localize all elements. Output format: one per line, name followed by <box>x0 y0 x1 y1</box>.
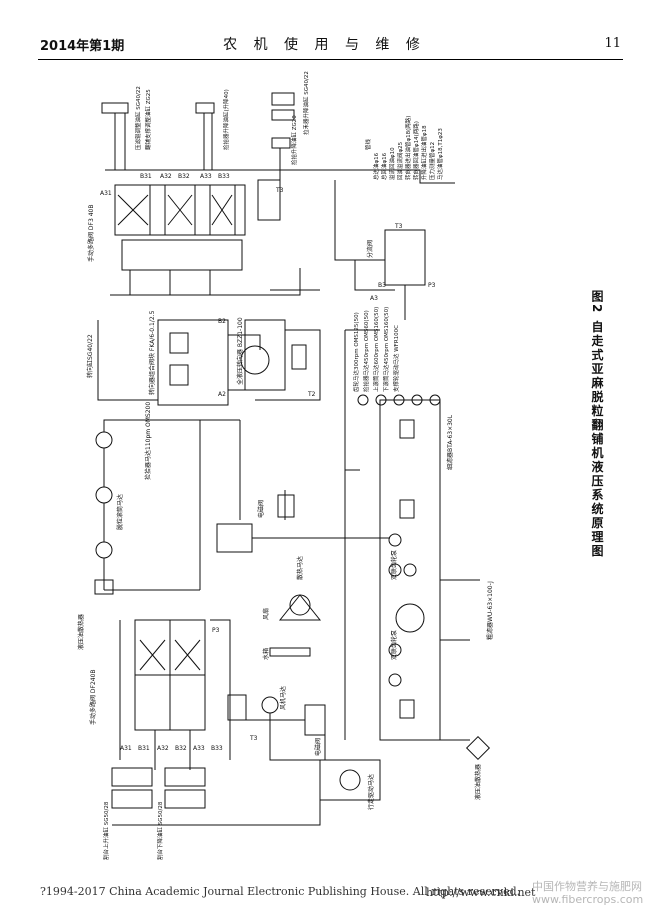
fan-motor-symbol <box>289 594 311 616</box>
cylinder-label: 割台上升油缸 SG50/28 <box>102 801 110 860</box>
port-label: B32 <box>175 745 187 752</box>
main-pump-label: 行走驱动马达 <box>367 774 375 810</box>
cylinder-symbol <box>271 92 295 106</box>
motor-list-item: 支撑轮驱动马达 WFR100C <box>392 325 400 392</box>
port-label: T3 <box>394 223 403 230</box>
journal-title: 农 机 使 用 与 维 修 <box>223 37 426 53</box>
port-label: T2 <box>307 391 316 398</box>
issue-label: 2014年第1期 <box>40 39 125 54</box>
steer-unit-label: 转向器组合阀块 FKA/6-0.1/2.5 <box>148 310 156 395</box>
motor-list-item: 捡拾器马达450rpm OMS60(50) <box>362 310 370 392</box>
full-hydraulic-steering <box>244 319 286 391</box>
port-label: B33 <box>211 745 223 752</box>
cylinder-symbol <box>195 102 215 114</box>
page-number: 11 <box>604 36 621 51</box>
steer-label: 转向缸SG40/22 <box>86 334 94 378</box>
legend-item: 压力测量管φ12 <box>428 142 436 180</box>
legend-item: 总进油φ16 <box>372 152 380 180</box>
watermark: 中国作物营养与施肥网 www.fibercrops.com <box>532 880 643 906</box>
figure-caption: 图2 自走式亚麻脱粒翻铺机液压系统原理图 <box>590 290 604 559</box>
filter-label: 粗滤器WU-63×100-J <box>486 581 494 640</box>
relief-label: 液压油散热器 <box>77 614 85 650</box>
water-tank-label: 水箱 <box>262 648 270 660</box>
port-label: P3 <box>428 282 436 289</box>
multiway-valve-top <box>114 184 246 236</box>
legend-title: 管线 <box>364 138 372 150</box>
port-label: T3 <box>275 187 284 194</box>
fan-motor-label: 风机马达 <box>279 686 287 710</box>
port-label: B33 <box>218 173 230 180</box>
valve-body <box>121 239 243 271</box>
watermark-line: 中国作物营养与施肥网 <box>532 880 642 893</box>
port-label: B2 <box>218 318 226 325</box>
valve-label: 电磁阀 <box>314 738 322 756</box>
port-label: T3 <box>249 735 258 742</box>
legend-item: 升降油缸进出油管φ18 <box>420 125 428 180</box>
cooler-symbol <box>465 735 491 761</box>
port-label: B3 <box>378 282 386 289</box>
cylinder-symbol <box>101 102 129 114</box>
port-label: A31 <box>100 190 112 197</box>
motor-symbol <box>95 541 113 559</box>
motor-symbol <box>95 486 113 504</box>
motor-list-item: 齿轮马达300rpm OMS125(50) <box>352 312 360 392</box>
cylinder-label: 捡拾器升降油缸(升降40) <box>222 89 230 150</box>
cylinder-symbol <box>271 137 291 149</box>
legend-item: 回油溢流阀φ25 <box>396 141 404 180</box>
motor-symbol <box>95 431 113 449</box>
split-valve <box>384 229 426 286</box>
watermark-line: www.fibercrops.com <box>532 893 644 906</box>
port-label: B31 <box>140 173 152 180</box>
cylinder-label: 翻铺支撑调整油缸 ZG25 <box>144 89 152 150</box>
radiator-label: 液压油散热器 <box>474 764 482 800</box>
cylinder-label: 拉禾器升降油缸 SG40/22 <box>302 71 310 135</box>
port-label: A31 <box>120 745 132 752</box>
steering-block <box>157 319 229 406</box>
port-label: A3 <box>370 295 378 302</box>
fan-label: 风扇 <box>262 608 270 620</box>
port-label: A33 <box>193 745 205 752</box>
legend-item: 转向器进出油管φ18(两路) <box>404 116 412 180</box>
port-label: P3 <box>212 627 220 634</box>
port-label: A2 <box>218 391 226 398</box>
cylinder-label: 压滤辊调整油缸 SG40/22 <box>134 86 142 150</box>
split-label: 分流阀 <box>366 240 374 258</box>
legend-item: 马达油管φ18,T1φ23 <box>436 128 444 180</box>
port-label: A33 <box>200 173 212 180</box>
valve-label: 电磁阀 <box>257 500 265 518</box>
motor-label: 脱粒滚筒马达 <box>116 494 124 530</box>
valve-label: 手动多路阀 DF240B <box>89 669 97 725</box>
port-label: A32 <box>160 173 172 180</box>
legend-item: 转向器回油管φ14(两路) <box>412 121 420 180</box>
fan-motor-label: 散热马达 <box>296 556 304 580</box>
solenoid-valve <box>216 523 253 553</box>
full-hyd-label: 全液压转向器 BZZ1-100 <box>236 317 244 385</box>
main-pump-symbol <box>339 769 361 791</box>
page-header: 2014年第1期 农 机 使 用 与 维 修 11 <box>0 0 649 70</box>
solenoid-valve-bottom <box>304 704 326 736</box>
motor-list-item: 上滚筒马达600rpm OMS160(50) <box>372 307 380 392</box>
legend-item: 溢流回油φ10 <box>388 147 396 180</box>
motor-list-item: 下滚筒马达450rpm OMS160(50) <box>382 307 390 392</box>
footer-url[interactable]: http://www.cnki.net <box>426 886 536 899</box>
valve-label: 手动多路阀 DF3 40B <box>87 205 95 262</box>
cylinder-label: 捡拾升降油缸 ZG20 <box>290 115 298 165</box>
header-rule <box>38 59 623 60</box>
pump-label: 双联齿轮泵 <box>390 630 398 660</box>
cylinder-label: 割台下降油缸 SG50/28 <box>156 801 164 860</box>
port-label: B32 <box>178 173 190 180</box>
copyright-footer: ?1994-2017 China Academic Journal Electr… <box>40 885 521 898</box>
pump-label: 双联齿轮泵 <box>390 550 398 580</box>
port-label: B31 <box>138 745 150 752</box>
filter-label: 细滤器BTA-63×30L <box>446 414 454 470</box>
motor-label: 捡拾器马达110pm OMS200 <box>144 402 152 480</box>
electric-motor-symbol <box>395 603 425 633</box>
cylinder-symbol <box>271 109 295 121</box>
port-label: A32 <box>157 745 169 752</box>
legend-item: 总回油φ16 <box>380 152 388 180</box>
